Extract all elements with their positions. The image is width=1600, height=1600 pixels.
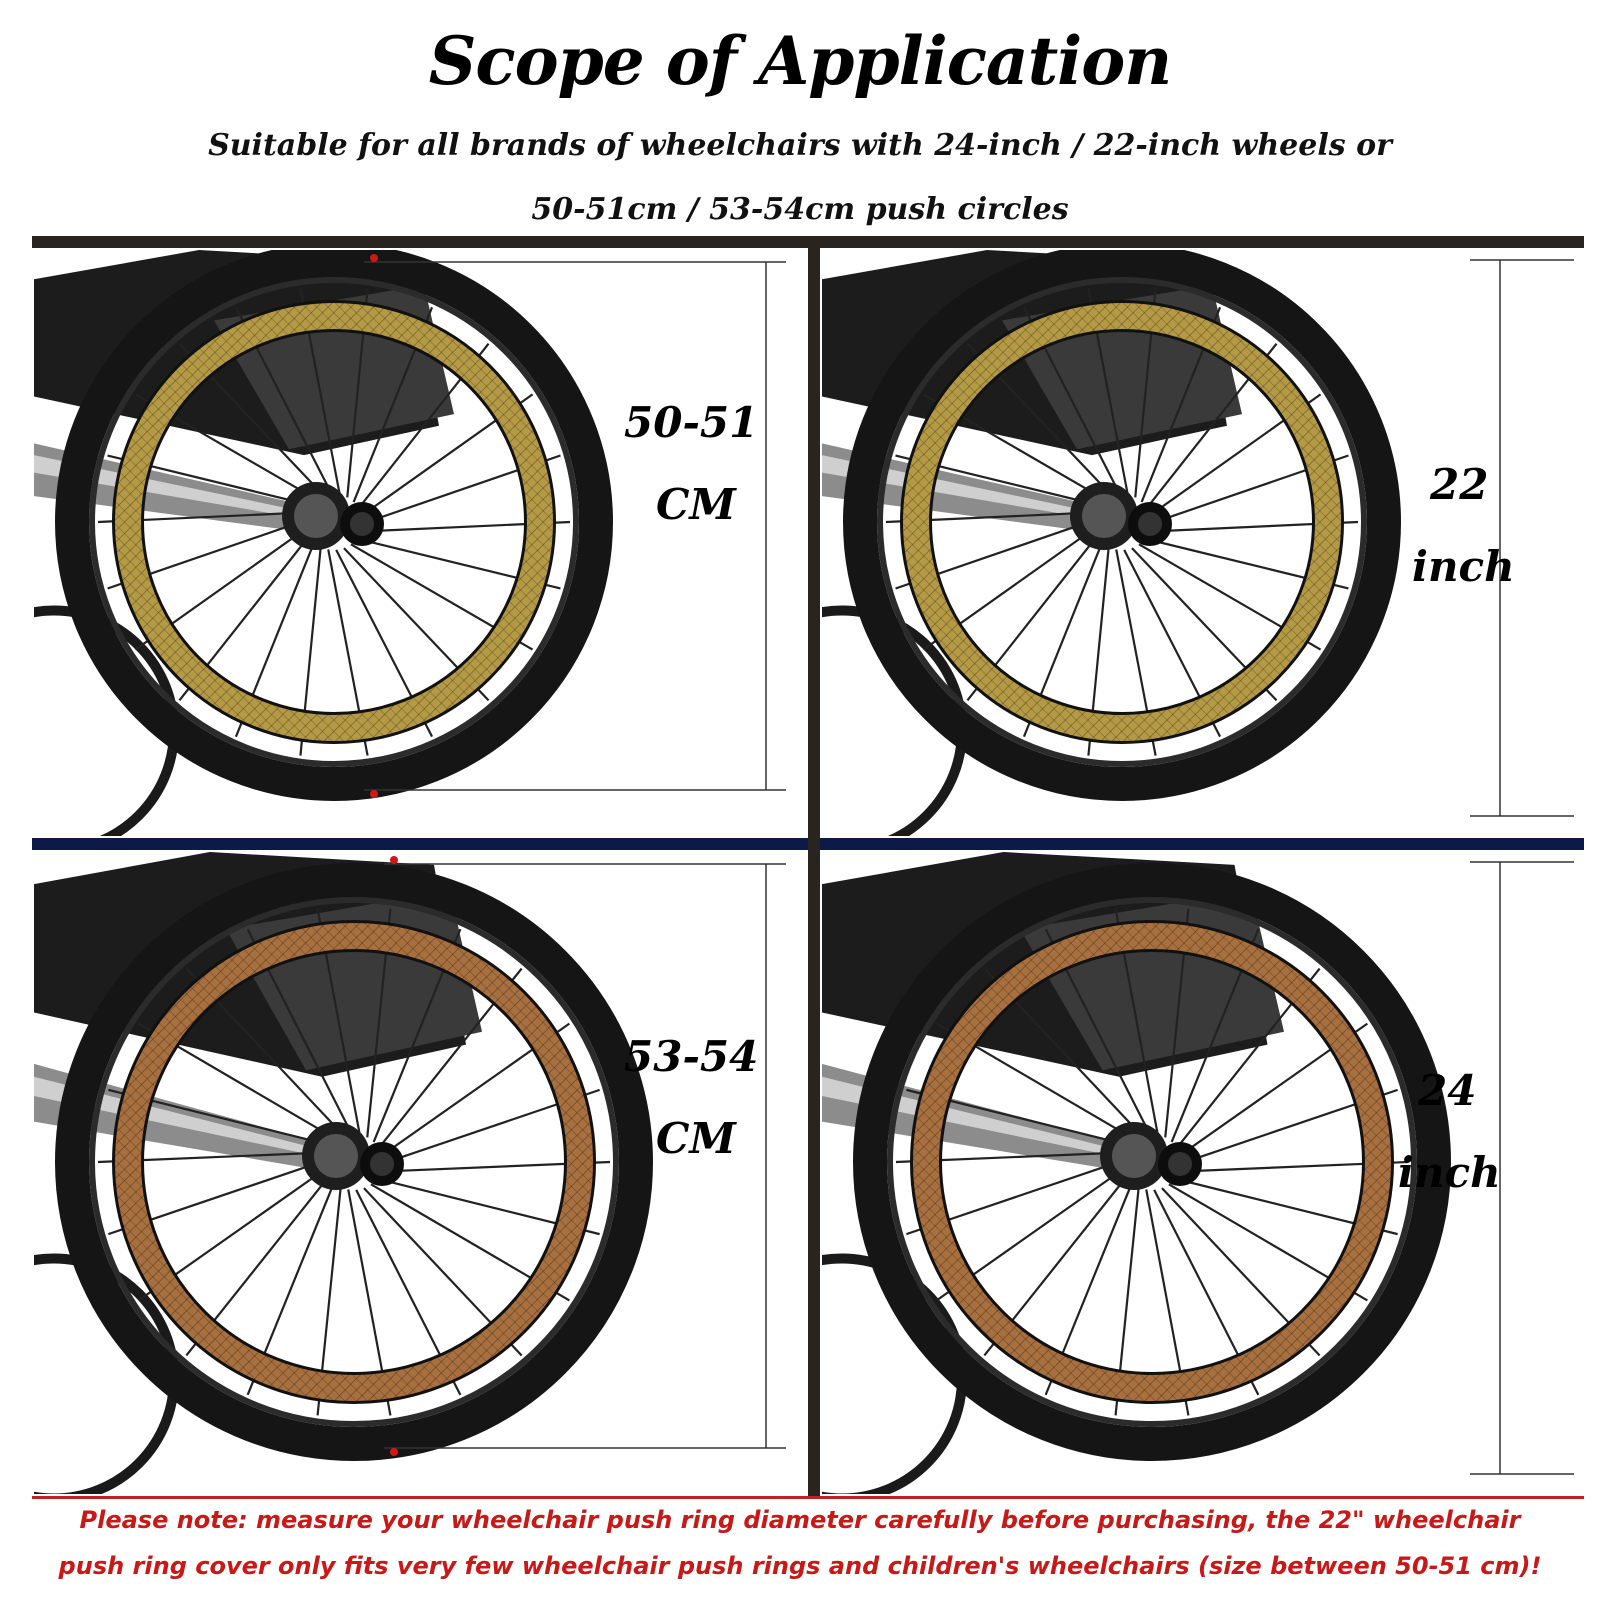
wheel-panel-24-inch: 24 inch xyxy=(822,852,1584,1494)
wheel-panel-53-54cm: 53-54 CM xyxy=(34,852,806,1494)
size-label-line-1: 22 xyxy=(1430,460,1489,509)
wheelchair-wheel-image xyxy=(34,852,806,1494)
subtitle-line-1: Suitable for all brands of wheelchairs w… xyxy=(208,128,1392,163)
size-label-line-2: CM xyxy=(656,1114,736,1163)
subtitle-line-2: 50-51cm / 53-54cm push circles xyxy=(531,192,1069,227)
purchase-note-line-1: Please note: measure your wheelchair pus… xyxy=(79,1506,1521,1534)
wheel-panel-50-51cm: 50-51 CM xyxy=(34,250,806,836)
purchase-note-line-2: push ring cover only fits very few wheel… xyxy=(58,1552,1542,1580)
top-divider xyxy=(32,236,1584,248)
size-label-line-1: 50-51 xyxy=(624,398,759,447)
size-label-line-1: 53-54 xyxy=(624,1032,759,1081)
vertical-divider xyxy=(808,248,820,1496)
page-title: Scope of Application xyxy=(428,22,1173,100)
size-label-line-2: inch xyxy=(1398,1148,1501,1197)
size-label-line-2: inch xyxy=(1412,542,1515,591)
bottom-divider xyxy=(32,1496,1584,1499)
wheelchair-wheel-image xyxy=(822,250,1584,836)
wheelchair-wheel-image xyxy=(34,250,806,836)
wheel-panel-22-inch: 22 inch xyxy=(822,250,1584,836)
size-label-line-2: CM xyxy=(656,480,736,529)
wheelchair-wheel-image xyxy=(822,852,1584,1494)
size-label-line-1: 24 xyxy=(1418,1066,1477,1115)
